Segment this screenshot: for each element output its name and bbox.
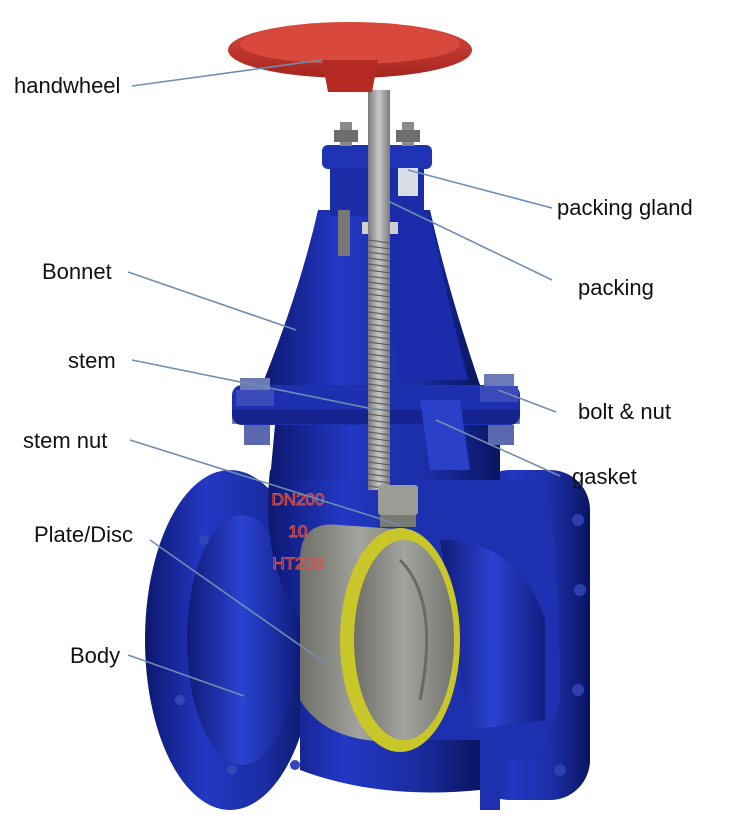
label-handwheel: handwheel xyxy=(14,73,121,98)
stem-thread xyxy=(367,257,391,262)
label-bolt-nut: bolt & nut xyxy=(578,399,671,424)
stem-thread xyxy=(367,305,391,310)
stem-thread xyxy=(367,287,391,292)
label-gasket: gasket xyxy=(572,464,637,489)
label-packing-gland: packing gland xyxy=(557,195,693,220)
stem-thread xyxy=(367,281,391,286)
stem-thread xyxy=(367,461,391,466)
stem-thread xyxy=(367,413,391,418)
stem-thread xyxy=(367,359,391,364)
casting-mark-3: HT200 xyxy=(272,554,323,573)
handwheel xyxy=(228,22,472,92)
stem-thread xyxy=(367,245,391,250)
leader-lines xyxy=(127,59,561,697)
stem-thread xyxy=(367,293,391,298)
stem-thread xyxy=(367,395,391,400)
leader-stem-nut xyxy=(129,439,401,526)
leader-handwheel xyxy=(131,59,323,87)
stem xyxy=(367,90,391,490)
stem-thread xyxy=(367,467,391,472)
casting-marks: DN200 10 HT200 xyxy=(271,490,325,574)
stem-thread xyxy=(367,239,391,244)
stem-thread xyxy=(367,341,391,346)
leader-bolt-nut xyxy=(497,389,557,413)
stem-thread xyxy=(367,299,391,304)
stem-thread xyxy=(367,473,391,478)
stem-thread xyxy=(367,329,391,334)
stem-thread xyxy=(367,377,391,382)
stem-thread xyxy=(367,335,391,340)
stem-thread xyxy=(367,275,391,280)
stem-thread xyxy=(367,263,391,268)
stem-thread xyxy=(367,479,391,484)
label-body: Body xyxy=(70,643,121,668)
label-packing: packing xyxy=(578,275,654,300)
stem-thread xyxy=(367,347,391,352)
label-stem: stem xyxy=(68,348,116,373)
leader-body xyxy=(127,654,245,697)
stem-thread xyxy=(367,311,391,316)
leader-packing xyxy=(385,199,553,281)
stem-thread xyxy=(367,401,391,406)
stem-nut xyxy=(378,485,418,527)
stem-thread xyxy=(367,389,391,394)
label-stem-nut: stem nut xyxy=(23,428,108,453)
stem-thread xyxy=(367,371,391,376)
stem-thread xyxy=(367,443,391,448)
plate-disc xyxy=(300,524,460,752)
stem-thread xyxy=(367,365,391,370)
stem-thread xyxy=(367,419,391,424)
stem-thread xyxy=(367,383,391,388)
stem-thread xyxy=(367,269,391,274)
stem-thread xyxy=(367,317,391,322)
leader-packing-gland xyxy=(407,169,553,209)
stem-thread xyxy=(367,437,391,442)
stem-thread xyxy=(367,353,391,358)
casting-mark-2: 10 xyxy=(289,522,308,541)
leader-bonnet xyxy=(127,271,297,331)
stem-thread xyxy=(367,455,391,460)
bolt-and-nut-right xyxy=(480,374,518,445)
stem-thread xyxy=(367,425,391,430)
casting-mark-1: DN200 xyxy=(272,490,325,509)
stem-thread xyxy=(367,449,391,454)
leader-stem xyxy=(131,359,379,411)
stem-thread xyxy=(367,323,391,328)
stem-thread xyxy=(367,431,391,436)
label-bonnet: Bonnet xyxy=(42,259,112,284)
stem-thread xyxy=(367,251,391,256)
label-plate-disc: Plate/Disc xyxy=(34,522,134,547)
leader-gasket xyxy=(435,419,561,477)
leader-plate-disc xyxy=(149,539,329,666)
